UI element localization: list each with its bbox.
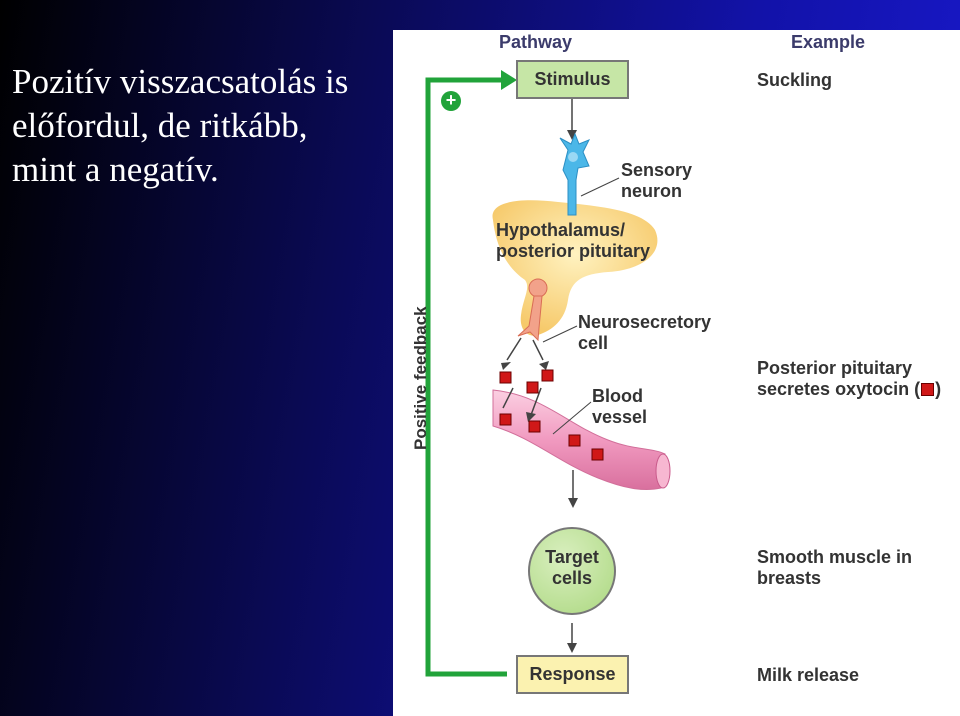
oxytocin-legend-icon	[921, 383, 935, 396]
feedback-arrowhead	[501, 70, 517, 90]
example-suckling: Suckling	[757, 70, 833, 90]
diagram-graphics	[425, 70, 671, 677]
neurosecretory-cell-shape	[517, 278, 548, 342]
header-pathway: Pathway	[499, 32, 573, 52]
hypothalamus-label: Hypothalamus/ posterior pituitary	[496, 220, 651, 261]
figure-bottom-strip	[393, 695, 960, 716]
plus-icon	[441, 91, 461, 111]
sensory-neuron-shape	[559, 132, 591, 216]
neurosecretory-pointer	[542, 325, 578, 343]
target-cells-circle	[528, 527, 616, 615]
vessel-opening	[655, 453, 671, 489]
stimulus-box: Stimulus	[516, 60, 629, 99]
sensory-pointer	[580, 177, 620, 197]
oxytocin-molecules	[499, 369, 604, 461]
example-oxytocin: Posterior pituitary secretes oxytocin ()	[757, 358, 941, 400]
example-milk-release: Milk release	[757, 665, 860, 685]
neurosecretory-cell-label: Neurosecretory cell	[578, 312, 712, 353]
slide-title: Pozitív visszacsatolás is előfordul, de …	[12, 62, 349, 189]
positive-feedback-label: Positive feedback	[411, 306, 430, 450]
plus-sign: +	[445, 90, 457, 110]
header-example: Example	[791, 32, 866, 52]
example-oxytocin-text: Posterior pituitary secretes oxytocin (	[757, 358, 921, 399]
target-cells-label: Target cells	[545, 547, 599, 588]
positive-feedback-diagram: Pathway Example + Stimulus Sensory neuro…	[393, 30, 960, 695]
example-oxytocin-close: )	[935, 379, 942, 399]
vessel-pointer	[552, 401, 592, 435]
blood-vessel-label: Blood vessel	[592, 386, 648, 427]
sensory-neuron-label: Sensory neuron	[621, 160, 693, 201]
response-box: Response	[516, 655, 629, 694]
feedback-loop	[425, 70, 517, 677]
example-smooth-muscle: Smooth muscle in breasts	[757, 547, 913, 588]
